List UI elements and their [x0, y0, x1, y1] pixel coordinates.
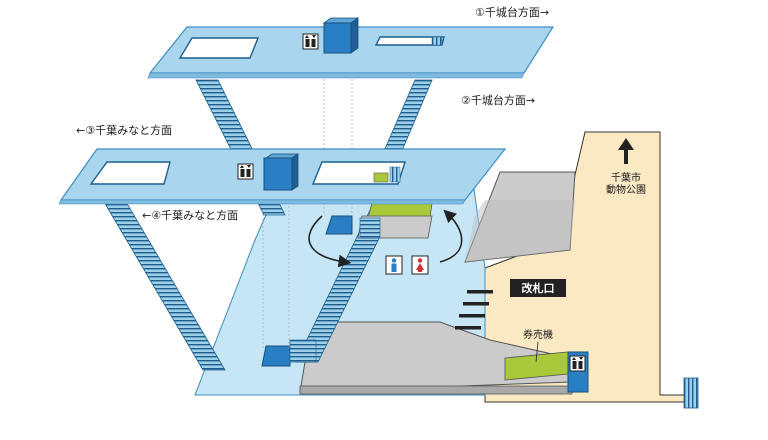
- lower-escalator-base: [289, 339, 317, 363]
- ticket-gates: [455, 290, 493, 330]
- lower-gray-block-base: [299, 385, 573, 395]
- arrow-up-icon: [618, 138, 634, 164]
- platform-top-opening-steps: [431, 36, 443, 46]
- platform-top-opening-left: [178, 37, 260, 59]
- concourse-elevator-upper: [325, 215, 353, 235]
- direction-label-3: ←③千葉みなと方面: [76, 123, 172, 137]
- platform-middle-elevator: [263, 153, 300, 191]
- flow-arrow-left: [308, 215, 352, 268]
- concourse-elevator-lower: [261, 345, 291, 367]
- ticket-machine-label: 券売機: [523, 328, 553, 341]
- platform-middle-opening-green: [373, 172, 389, 183]
- direction-label-2: ②千城台方面→: [461, 93, 535, 107]
- flow-arrow-right: [439, 209, 463, 263]
- elevator-icon: [569, 355, 586, 372]
- restroom-female-icon: [411, 255, 429, 275]
- restroom-male-icon: [385, 255, 403, 275]
- direction-label-4: ←④千葉みなと方面: [142, 208, 238, 222]
- zoo-label-line1: 千葉市: [611, 171, 641, 184]
- upper-gray-block-side: [465, 200, 575, 262]
- ticket-gate-label: 改札口: [522, 281, 555, 295]
- elevator-icon: [302, 33, 319, 50]
- ticket-gate-label-box: [510, 279, 566, 297]
- zoo-label-line2: 動物公園: [606, 183, 646, 196]
- exit-stairs: [683, 377, 699, 409]
- ticket-machine-pointer: [535, 341, 539, 363]
- direction-label-1: ①千城台方面→: [475, 5, 549, 19]
- elevator-icon: [237, 163, 254, 180]
- mid-stairs-steps: [359, 217, 381, 239]
- platform-stairs-upper-right: [379, 79, 433, 161]
- platform-middle-opening-steps: [389, 166, 401, 183]
- platform-top-elevator: [322, 17, 360, 54]
- platform-middle-edge: [58, 199, 466, 205]
- platform-top-edge: [147, 72, 525, 79]
- platform-middle-opening-left: [89, 161, 171, 185]
